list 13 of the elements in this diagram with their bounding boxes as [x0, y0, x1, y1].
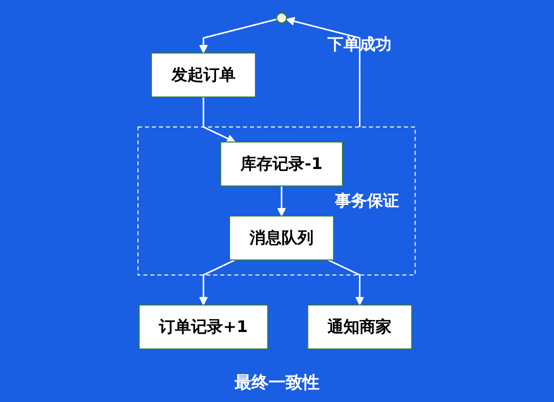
node-box: 订单记录+1 [139, 304, 269, 350]
arrow [328, 259, 365, 306]
node-circle [276, 12, 288, 24]
node-box: 消息队列 [230, 216, 334, 260]
arrow [286, 16, 361, 127]
arrow [199, 259, 236, 306]
caption-text: 最终一致性 [234, 372, 320, 394]
arrow [203, 97, 236, 143]
arrow [199, 18, 278, 54]
node-box: 库存记录-1 [220, 142, 344, 186]
node-box: 通知商家 [308, 304, 413, 350]
arrow [278, 186, 286, 216]
node-box: 发起订单 [151, 52, 256, 98]
